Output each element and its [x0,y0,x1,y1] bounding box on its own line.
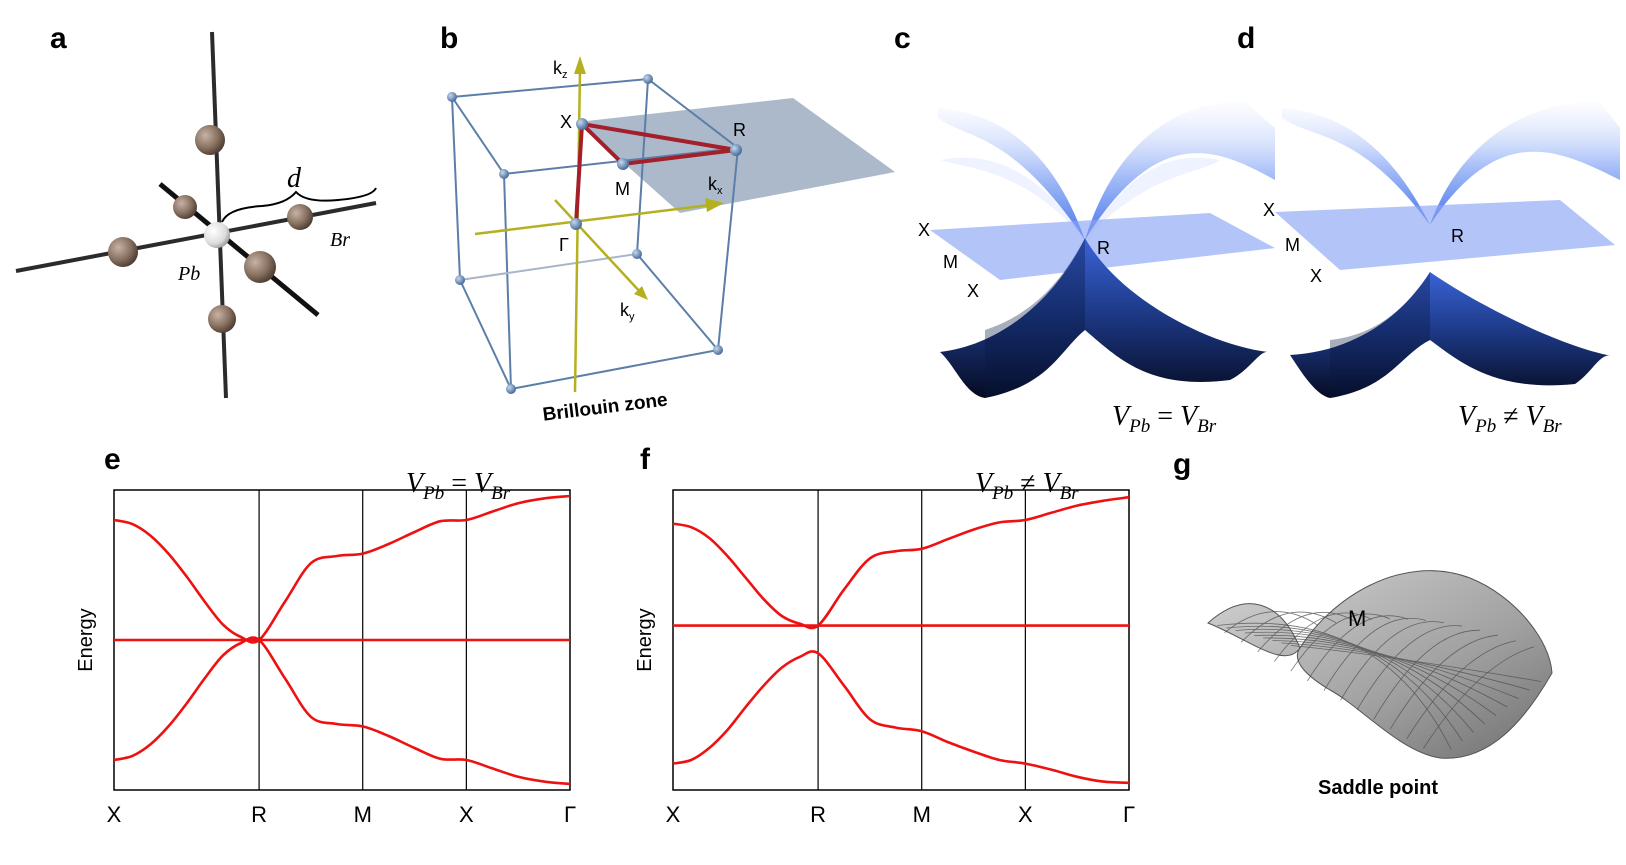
pb-atom [204,222,230,248]
panel-c-condition: VPb = VBr [1112,401,1217,437]
saddle-surface [1207,570,1553,759]
distance-d-label: d [287,163,302,194]
x-tick-label: X [1018,802,1033,827]
panel-c-R: R [1097,238,1110,258]
br-atom-left [108,237,138,267]
y-axis-label: Energy [634,608,656,671]
kz-label: kz [553,58,568,81]
saddle-caption: Saddle point [1318,777,1438,799]
y-axis-label: Energy [75,608,97,671]
x-tick-label: M [354,802,372,827]
saddle-mesh-line [1389,634,1499,730]
band-line-1 [672,495,1130,630]
saddle-mesh-line [1423,646,1535,749]
panel-d-R: R [1451,226,1464,246]
panel-f-condition: VPb ≠ VBr [975,468,1079,504]
saddle-mesh-line [1307,615,1409,682]
panel-c-label: c [894,22,911,55]
panel-f-label: f [640,443,650,476]
fermi-plane-c [930,213,1275,280]
br-label: Br [330,229,350,251]
panel-d-X1: X [1263,200,1275,220]
panel-d-surfaces [1275,101,1620,398]
x-tick-label: Γ [564,802,576,827]
panel-e-label: e [104,443,121,476]
band-chart-f: X R M X Γ Energy [634,489,1135,827]
brillouin-zone-caption: Brillouin zone [542,390,669,426]
saddle-mesh-line [1290,613,1391,672]
bz-Gamma-label: Γ [559,235,569,255]
panel-c-surfaces [930,101,1275,398]
x-tick-label: R [251,802,267,827]
fermi-plane-d [1275,200,1615,270]
pb-label: Pb [177,263,200,285]
panel-d-M: M [1285,235,1300,255]
panel-c-M: M [943,252,958,272]
panel-g-label: g [1173,448,1192,481]
panel-e-condition: VPb = VBr [406,468,511,504]
panel-d-label: d [1237,22,1256,55]
saddle-mesh-line [1273,612,1373,662]
br-atom-bottom [208,305,236,333]
saddle-M-label: M [1348,606,1366,631]
bz-point-M [617,158,629,170]
panel-a-structure [15,31,377,399]
saddle-mesh-line [1340,621,1445,701]
panel-c-X2: X [967,281,979,301]
br-atom-top [195,125,225,155]
saddle-mesh-line [1272,640,1519,699]
br-atom-front [244,251,276,283]
x-tick-label: X [107,802,122,827]
panel-c-X1: X [918,220,930,240]
band-line-2 [672,650,1130,785]
x-tick-label: X [459,802,474,827]
saddle-mesh-line [1406,640,1517,739]
x-tick-label: M [913,802,931,827]
x-tick-label: Γ [1123,802,1135,827]
saddle-mesh-line [1290,645,1541,682]
brillouin-zone [447,56,895,394]
panel-d-X2: X [1310,266,1322,286]
bz-M-label: M [615,179,630,199]
distance-brace [221,187,377,223]
saddle-mesh-line [1224,611,1319,633]
saddle-mesh-line [1257,612,1355,653]
ky-label: ky [620,300,635,323]
saddle-mesh-line [1281,642,1530,691]
plot-frame [672,489,1130,791]
x-tick-label: X [666,802,681,827]
bz-R-label: R [733,120,746,140]
bz-point-X [576,118,588,130]
bz-point-Gamma [570,218,582,230]
panel-b-label: b [440,22,459,55]
band-line-2 [113,636,571,786]
br-atom-right [287,204,313,230]
band-chart-e: X R M X Γ Energy [75,489,576,827]
saddle-mesh-line [1323,617,1427,691]
saddle-mesh-line [1356,625,1463,710]
saddle-mesh-line [1373,629,1481,720]
panel-a-label: a [50,22,67,55]
panel-d-condition: VPb ≠ VBr [1458,401,1562,437]
br-atom-back [173,195,197,219]
bz-point-R [730,144,742,156]
bz-X-label: X [560,112,572,132]
x-tick-label: R [810,802,826,827]
band-line-1 [113,494,571,644]
